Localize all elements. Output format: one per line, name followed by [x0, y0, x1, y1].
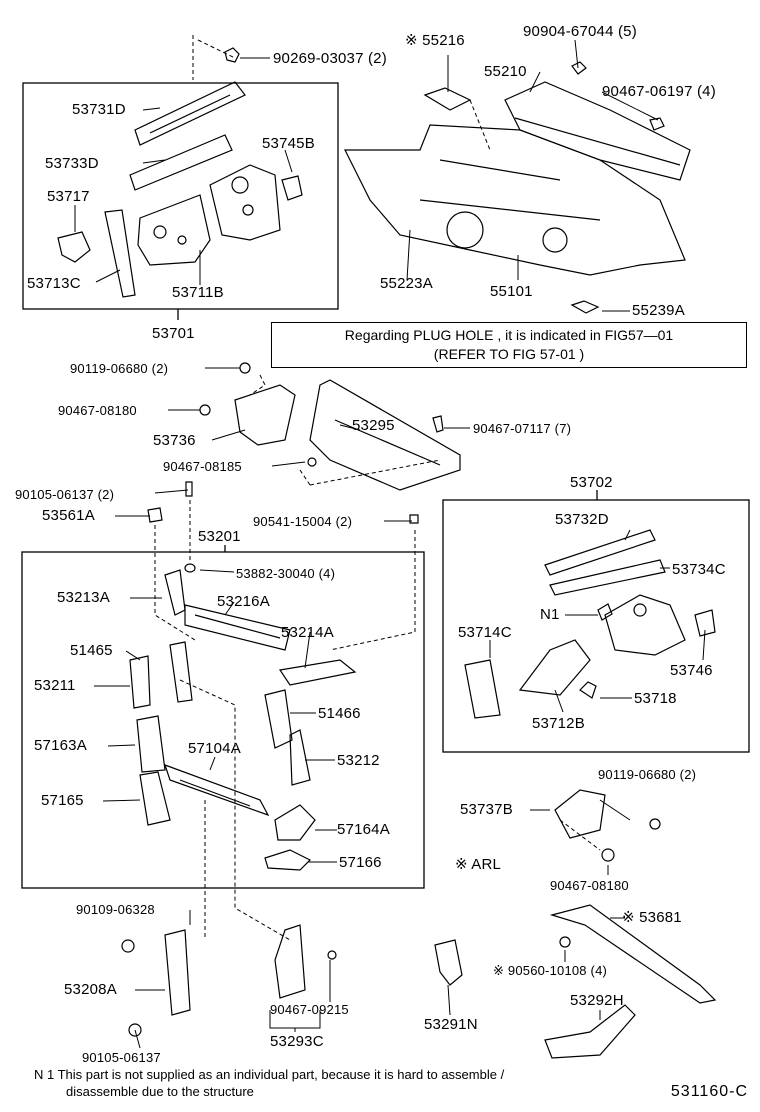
label-90105-06137-a[interactable]: 90105-06137 (2) [15, 487, 115, 502]
label-53201[interactable]: 53201 [198, 528, 241, 545]
label-90541-15004[interactable]: 90541-15004 (2) [253, 514, 353, 529]
label-57104A[interactable]: 57104A [188, 740, 241, 757]
label-53212[interactable]: 53212 [337, 752, 380, 769]
label-53561A[interactable]: 53561A [42, 507, 95, 524]
plug-hole-note-line1: Regarding PLUG HOLE , it is indicated in… [344, 327, 674, 343]
label-53714C[interactable]: 53714C [458, 624, 512, 641]
label-53681[interactable]: ※ 53681 [622, 909, 682, 926]
label-55223A[interactable]: 55223A [380, 275, 433, 292]
label-53702[interactable]: 53702 [570, 474, 613, 491]
plug-hole-note: Regarding PLUG HOLE , it is indicated in… [271, 322, 747, 368]
label-90467-08180-a[interactable]: 90467-08180 [58, 403, 137, 418]
label-53214A[interactable]: 53214A [281, 624, 334, 641]
label-90467-07117[interactable]: 90467-07117 (7) [473, 421, 572, 436]
label-53216A[interactable]: 53216A [217, 593, 270, 610]
label-ARL[interactable]: ※ ARL [455, 856, 502, 873]
label-53712B[interactable]: 53712B [532, 715, 585, 732]
label-90560-10108[interactable]: ※ 90560-10108 (4) [493, 963, 608, 978]
group-box-53701 [22, 82, 339, 310]
label-55101[interactable]: 55101 [490, 283, 533, 300]
label-57166[interactable]: 57166 [339, 854, 382, 871]
label-90467-08180-b[interactable]: 90467-08180 [550, 878, 629, 893]
group-box-53201 [21, 551, 425, 889]
label-55239A[interactable]: 55239A [632, 302, 685, 319]
label-53731D[interactable]: 53731D [72, 101, 126, 118]
label-53701[interactable]: 53701 [152, 325, 195, 342]
label-53291N[interactable]: 53291N [424, 1016, 478, 1033]
footnote: N 1 This part is not supplied as an indi… [34, 1066, 504, 1100]
label-53713C[interactable]: 53713C [27, 275, 81, 292]
label-53718[interactable]: 53718 [634, 690, 677, 707]
assembly-dashes [154, 35, 601, 941]
plug-hole-note-line2: (REFER TO FIG 57-01 ) [433, 346, 585, 362]
label-90119-06680-b[interactable]: 90119-06680 (2) [598, 767, 697, 782]
label-53882-30040[interactable]: 53882-30040 (4) [236, 566, 336, 581]
label-57163A[interactable]: 57163A [34, 737, 87, 754]
label-53292H[interactable]: 53292H [570, 992, 624, 1009]
label-90467-08185[interactable]: 90467-08185 [163, 459, 242, 474]
label-53293C[interactable]: 53293C [270, 1033, 324, 1050]
label-53737B[interactable]: 53737B [460, 801, 513, 818]
label-55216[interactable]: ※ 55216 [405, 32, 465, 49]
label-53211[interactable]: 53211 [34, 677, 76, 694]
label-53213A[interactable]: 53213A [57, 589, 110, 606]
label-53295[interactable]: 53295 [352, 417, 395, 434]
label-53208A[interactable]: 53208A [64, 981, 117, 998]
label-51466[interactable]: 51466 [318, 705, 361, 722]
label-55210[interactable]: 55210 [484, 63, 527, 80]
label-90119-06680-a[interactable]: 90119-06680 (2) [70, 361, 169, 376]
label-57164A[interactable]: 57164A [337, 821, 390, 838]
label-90904-67044[interactable]: 90904-67044 (5) [523, 23, 637, 40]
label-90467-09215[interactable]: 90467-09215 [270, 1002, 349, 1017]
label-57165[interactable]: 57165 [41, 792, 84, 809]
group-box-53702 [442, 499, 750, 753]
label-53736[interactable]: 53736 [153, 432, 196, 449]
label-53711B[interactable]: 53711B [172, 284, 224, 301]
footnote-line2: disassemble due to the structure [66, 1084, 254, 1099]
document-id: 531160-C [670, 1083, 748, 1100]
label-90105-06137-b[interactable]: 90105-06137 [82, 1050, 161, 1065]
label-53745B[interactable]: 53745B [262, 135, 315, 152]
label-53717[interactable]: 53717 [47, 188, 90, 205]
footnote-line1: N 1 This part is not supplied as an indi… [34, 1067, 505, 1082]
label-N1[interactable]: N1 [540, 606, 560, 623]
label-53732D[interactable]: 53732D [555, 511, 609, 528]
leader-lines [74, 39, 706, 1049]
label-90467-06197[interactable]: 90467-06197 (4) [602, 83, 716, 100]
label-53733D[interactable]: 53733D [45, 155, 99, 172]
part-drawings [57, 47, 717, 1059]
label-90109-06328[interactable]: 90109-06328 [76, 902, 155, 917]
label-90269-03037[interactable]: 90269-03037 (2) [273, 50, 387, 67]
label-51465[interactable]: 51465 [70, 642, 113, 659]
label-53734C[interactable]: 53734C [672, 561, 726, 578]
label-53746[interactable]: 53746 [670, 662, 713, 679]
